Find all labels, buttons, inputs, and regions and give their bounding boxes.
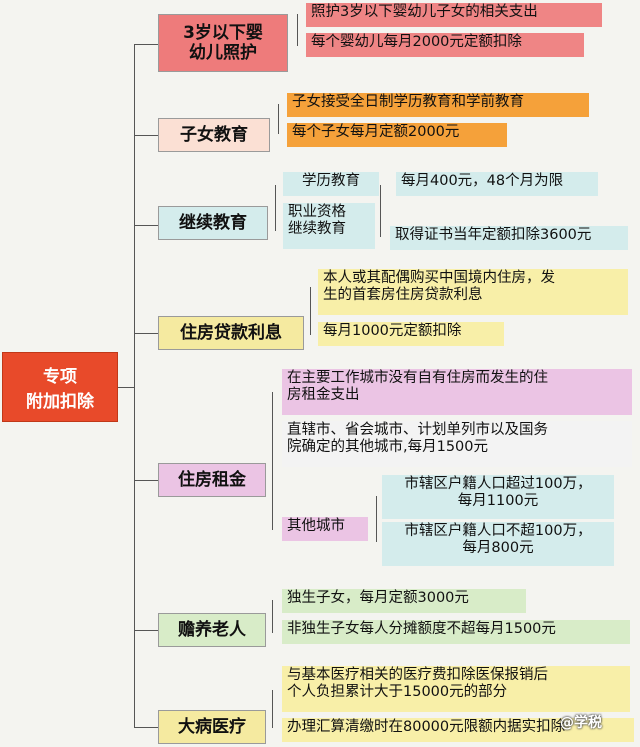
leaf-rent-scope-line1: 在主要工作城市没有自有住房而发生的住 xyxy=(287,370,548,386)
connector xyxy=(380,185,381,237)
leaf-child-edu-amount: 每个子女每月定额2000元 xyxy=(287,123,507,147)
leaf-academic-edu: 学历教育 xyxy=(283,172,379,196)
category-label-line1: 3岁以下婴 xyxy=(183,22,263,43)
leaf-vocational-qualification: 职业资格 继续教育 xyxy=(283,203,375,249)
leaf-rent-major-line1: 直辖市、省会城市、计划单列市以及国务 xyxy=(287,422,548,438)
category-continuing-education: 继续教育 xyxy=(158,206,268,240)
leaf-rent-over-1m-line2: 每月1100元 xyxy=(457,493,539,510)
category-child-education: 子女教育 xyxy=(158,118,270,152)
connector xyxy=(275,185,276,231)
category-housing-rent: 住房租金 xyxy=(158,463,266,497)
leaf-vocational-line2: 继续教育 xyxy=(288,221,346,238)
leaf-only-child: 独生子女，每月定额3000元 xyxy=(282,589,526,613)
connector xyxy=(310,287,311,335)
leaf-mortgage-amount: 每月1000元定额扣除 xyxy=(318,322,504,346)
connector xyxy=(134,480,158,481)
category-mortgage-interest: 住房贷款利息 xyxy=(158,316,304,350)
leaf-illness-scope: 与基本医疗相关的医疗费扣除医保报销后 个人负担累计大于15000元的部分 xyxy=(282,666,630,712)
category-label-line2: 幼儿照护 xyxy=(189,43,257,63)
leaf-child-edu-scope: 子女接受全日制学历教育和学前教育 xyxy=(287,93,589,117)
root-connector xyxy=(118,387,135,388)
connector xyxy=(272,392,273,530)
leaf-vocational-line1: 职业资格 xyxy=(288,204,346,220)
connector xyxy=(134,135,158,136)
leaf-illness-scope-line2: 个人负担累计大于15000元的部分 xyxy=(287,684,508,701)
leaf-mortgage-scope-line1: 本人或其配偶购买中国境内住房，发 xyxy=(323,270,555,286)
connector xyxy=(272,690,273,728)
leaf-rent-under-1m: 市辖区户籍人口不超100万， 每月800元 xyxy=(382,522,614,566)
leaf-infant-expense: 照护3岁以下婴幼儿子女的相关支出 xyxy=(306,3,602,27)
category-serious-illness: 大病医疗 xyxy=(158,710,266,744)
trunk-line xyxy=(134,44,135,727)
leaf-rent-major-cities: 直辖市、省会城市、计划单列市以及国务 院确定的其他城市,每月1500元 xyxy=(282,421,632,467)
leaf-rent-scope: 在主要工作城市没有自有住房而发生的住 房租金支出 xyxy=(282,369,632,415)
watermark: @学税 xyxy=(560,715,602,731)
connector xyxy=(134,333,158,334)
leaf-illness-scope-line1: 与基本医疗相关的医疗费扣除医保报销后 xyxy=(287,667,548,683)
leaf-mortgage-scope: 本人或其配偶购买中国境内住房，发 生的首套房住房贷款利息 xyxy=(318,269,628,315)
leaf-mortgage-scope-line2: 生的首套房住房贷款利息 xyxy=(323,287,483,304)
leaf-rent-over-1m: 市辖区户籍人口超过100万， 每月1100元 xyxy=(382,475,614,519)
connector xyxy=(134,44,158,45)
root-label-line1: 专项 xyxy=(43,367,77,387)
connector xyxy=(376,496,377,542)
connector xyxy=(272,600,273,633)
root-label-line2: 附加扣除 xyxy=(26,392,94,412)
leaf-rent-scope-line2: 房租金支出 xyxy=(287,387,360,404)
leaf-rent-under-1m-line2: 每月800元 xyxy=(462,540,534,557)
leaf-non-only-child: 非独生子女每人分摊额度不超每月1500元 xyxy=(282,620,630,644)
leaf-rent-over-1m-line1: 市辖区户籍人口超过100万， xyxy=(404,476,592,492)
category-infant-care: 3岁以下婴 幼儿照护 xyxy=(158,14,288,72)
root-node: 专项 附加扣除 xyxy=(2,352,118,422)
connector xyxy=(297,14,298,46)
category-elderly-support: 赡养老人 xyxy=(158,613,266,647)
leaf-rent-other-cities: 其他城市 xyxy=(282,517,368,541)
connector xyxy=(278,104,279,134)
leaf-illness-amount: 办理汇算清缴时在80000元限额内据实扣除 xyxy=(282,718,634,742)
leaf-infant-amount: 每个婴幼儿每月2000元定额扣除 xyxy=(306,33,584,57)
connector xyxy=(134,630,158,631)
leaf-academic-edu-amount: 每月400元，48个月为限 xyxy=(396,172,598,196)
leaf-rent-under-1m-line1: 市辖区户籍人口不超100万， xyxy=(404,523,592,539)
leaf-vocational-amount: 取得证书当年定额扣除3600元 xyxy=(390,226,628,250)
leaf-rent-major-line2: 院确定的其他城市,每月1500元 xyxy=(287,439,489,456)
connector xyxy=(134,225,158,226)
connector xyxy=(134,727,158,728)
